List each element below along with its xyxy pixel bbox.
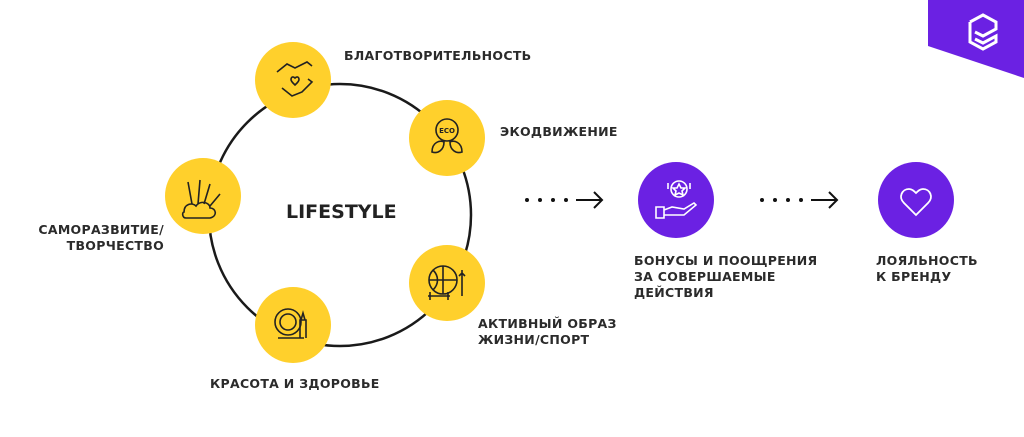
selfdev-node [165,158,241,234]
sport-equipment-icon [428,265,466,300]
bonus-node [638,162,714,238]
bonus-label: БОНУСЫ И ПООЩРЕНИЯ ЗА СОВЕРШАЕМЫЕ ДЕЙСТВ… [634,253,817,301]
loyalty-label: ЛОЯЛЬНОСТЬ К БРЕНДУ [876,253,978,285]
eco-label: ЭКОДВИЖЕНИЕ [500,124,618,139]
bonus-label-line: ЗА СОВЕРШАЕМЫЕ [634,269,776,284]
sport-label-line: АКТИВНЫЙ ОБРАЗ [478,316,617,331]
center-label: LIFESTYLE [286,201,397,223]
hand-star-reward-icon [655,180,698,219]
sport-node [409,245,485,321]
eco-icon-text: ECO [439,127,455,135]
arrow-2 [760,191,839,209]
selfdev-label-line: САМОРАЗВИТИЕ/ [38,222,164,237]
eco-node: ECO [409,100,485,176]
beauty-node [255,287,331,363]
cosmetics-icon [274,308,307,339]
logo-icon [968,13,998,51]
loyalty-node [878,162,954,238]
charity-label: БЛАГОТВОРИТЕЛЬНОСТЬ [344,48,532,63]
charity-node [255,42,331,118]
loyalty-label-line: ЛОЯЛЬНОСТЬ [876,253,978,268]
heart-icon [900,188,932,217]
sport-label: АКТИВНЫЙ ОБРАЗ ЖИЗНИ/СПОРТ [478,316,617,348]
beauty-label: КРАСОТА И ЗДОРОВЬЕ [210,376,380,391]
bonus-label-line: БОНУСЫ И ПООЩРЕНИЯ [634,253,818,268]
loyalty-label-line: К БРЕНДУ [876,269,952,284]
eco-leaves-icon [431,118,463,154]
selfdev-label: САМОРАЗВИТИЕ/ ТВОРЧЕСТВО [38,222,164,254]
handshake-heart-icon [276,61,314,97]
arrow-1 [525,191,604,209]
sport-label-line: ЖИЗНИ/СПОРТ [478,332,590,347]
creative-tools-icon [181,179,221,219]
selfdev-label-line: ТВОРЧЕСТВО [66,238,164,253]
bonus-label-line: ДЕЙСТВИЯ [634,285,714,300]
